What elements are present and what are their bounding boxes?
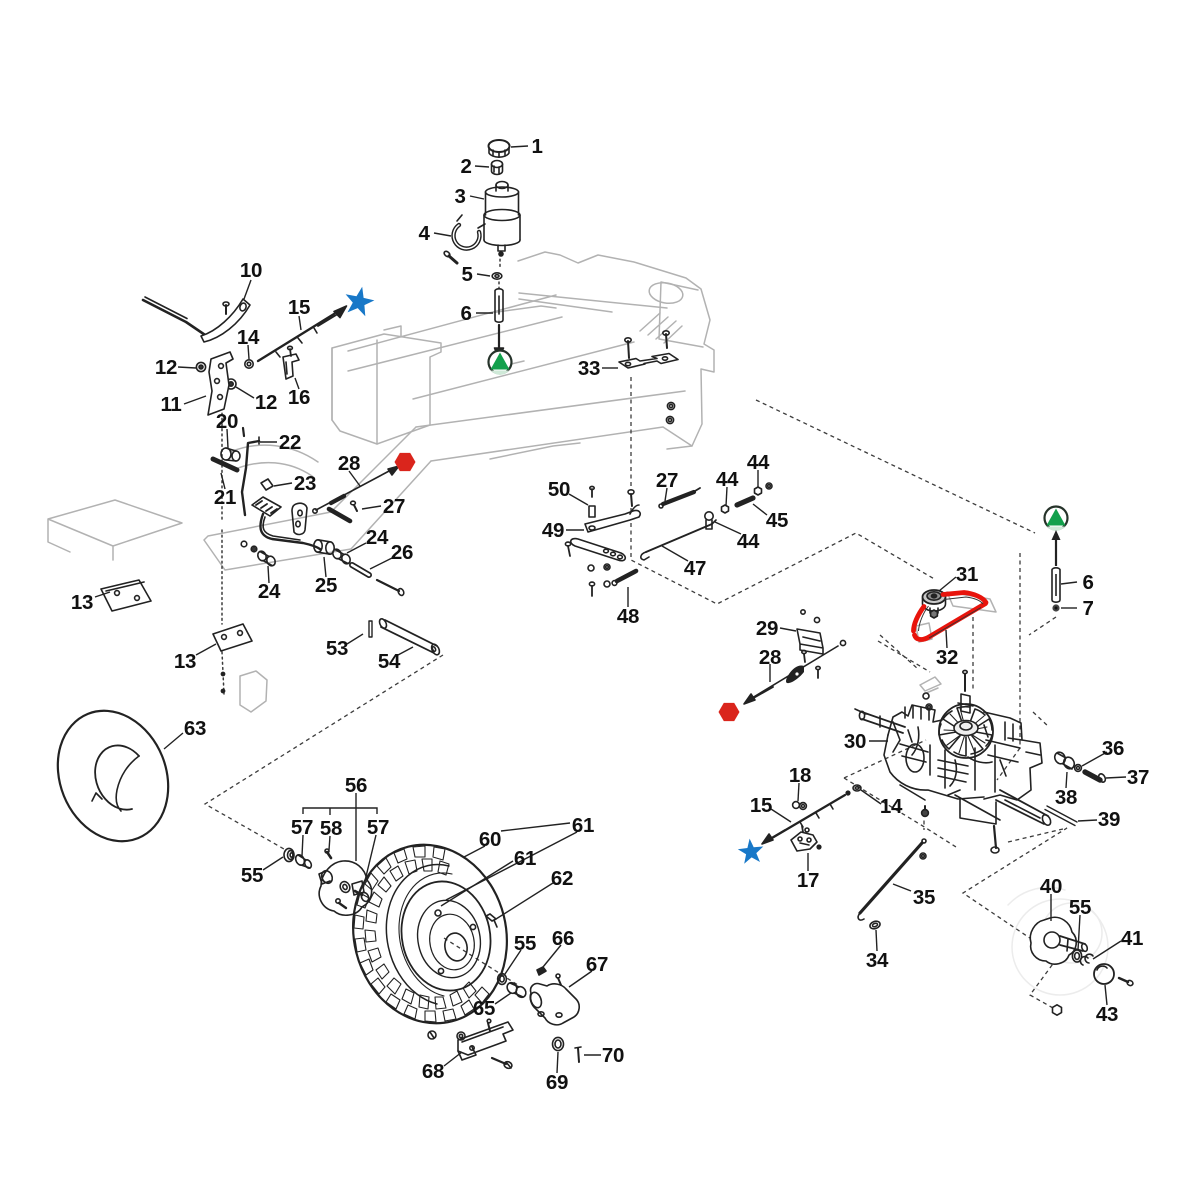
svg-text:28: 28 <box>759 646 781 669</box>
svg-text:6: 6 <box>1082 571 1093 594</box>
svg-text:7: 7 <box>1082 597 1093 620</box>
svg-text:55: 55 <box>1069 896 1091 919</box>
svg-text:67: 67 <box>586 953 608 976</box>
svg-text:23: 23 <box>294 472 316 495</box>
svg-text:60: 60 <box>479 828 501 851</box>
svg-text:69: 69 <box>546 1071 568 1094</box>
svg-text:12: 12 <box>155 356 177 379</box>
svg-text:3: 3 <box>454 185 465 208</box>
svg-text:56: 56 <box>345 774 367 797</box>
svg-text:57: 57 <box>367 816 389 839</box>
svg-text:33: 33 <box>578 357 600 380</box>
svg-text:24: 24 <box>258 580 281 603</box>
svg-text:14: 14 <box>880 795 903 818</box>
svg-text:35: 35 <box>913 886 935 909</box>
svg-text:6: 6 <box>460 302 471 325</box>
svg-text:58: 58 <box>320 817 342 840</box>
svg-text:30: 30 <box>844 730 866 753</box>
svg-text:44: 44 <box>747 451 770 474</box>
svg-text:62: 62 <box>551 867 573 890</box>
svg-text:47: 47 <box>684 557 706 580</box>
svg-text:29: 29 <box>756 617 778 640</box>
svg-text:12: 12 <box>255 391 277 414</box>
svg-text:66: 66 <box>552 927 574 950</box>
svg-text:49: 49 <box>542 519 564 542</box>
svg-text:24: 24 <box>366 526 389 549</box>
svg-text:38: 38 <box>1055 786 1077 809</box>
svg-text:61: 61 <box>572 814 594 837</box>
svg-text:5: 5 <box>461 263 472 286</box>
svg-text:25: 25 <box>315 574 337 597</box>
svg-text:53: 53 <box>326 637 348 660</box>
svg-text:15: 15 <box>750 794 772 817</box>
svg-text:70: 70 <box>602 1044 624 1067</box>
svg-text:1: 1 <box>531 135 542 158</box>
svg-text:45: 45 <box>766 509 788 532</box>
svg-text:57: 57 <box>291 816 313 839</box>
svg-text:2: 2 <box>460 155 471 178</box>
svg-text:11: 11 <box>160 393 181 416</box>
svg-text:16: 16 <box>288 386 310 409</box>
svg-text:27: 27 <box>383 495 405 518</box>
svg-text:65: 65 <box>473 997 495 1020</box>
svg-text:43: 43 <box>1096 1003 1118 1026</box>
svg-text:50: 50 <box>548 478 570 501</box>
svg-text:4: 4 <box>418 222 430 245</box>
svg-text:32: 32 <box>936 646 958 669</box>
svg-text:44: 44 <box>737 530 760 553</box>
svg-text:44: 44 <box>716 468 739 491</box>
svg-text:20: 20 <box>216 410 238 433</box>
svg-text:13: 13 <box>174 650 196 673</box>
svg-text:34: 34 <box>866 949 889 972</box>
svg-text:39: 39 <box>1098 808 1120 831</box>
svg-text:37: 37 <box>1127 766 1149 789</box>
svg-text:18: 18 <box>789 764 811 787</box>
svg-text:68: 68 <box>422 1060 444 1083</box>
svg-text:41: 41 <box>1121 927 1143 950</box>
svg-text:61: 61 <box>514 847 536 870</box>
svg-text:26: 26 <box>391 541 413 564</box>
svg-text:17: 17 <box>797 869 819 892</box>
svg-text:28: 28 <box>338 452 360 475</box>
svg-text:31: 31 <box>956 563 978 586</box>
svg-text:55: 55 <box>514 932 536 955</box>
svg-text:54: 54 <box>378 650 401 673</box>
svg-text:63: 63 <box>184 717 206 740</box>
svg-text:13: 13 <box>71 591 93 614</box>
svg-text:21: 21 <box>214 486 236 509</box>
svg-text:10: 10 <box>240 259 262 282</box>
svg-text:27: 27 <box>656 469 678 492</box>
svg-text:55: 55 <box>241 864 263 887</box>
svg-text:22: 22 <box>279 431 301 454</box>
svg-text:40: 40 <box>1040 875 1062 898</box>
svg-text:15: 15 <box>288 296 310 319</box>
svg-text:36: 36 <box>1102 737 1124 760</box>
svg-text:14: 14 <box>237 326 260 349</box>
svg-text:48: 48 <box>617 605 639 628</box>
